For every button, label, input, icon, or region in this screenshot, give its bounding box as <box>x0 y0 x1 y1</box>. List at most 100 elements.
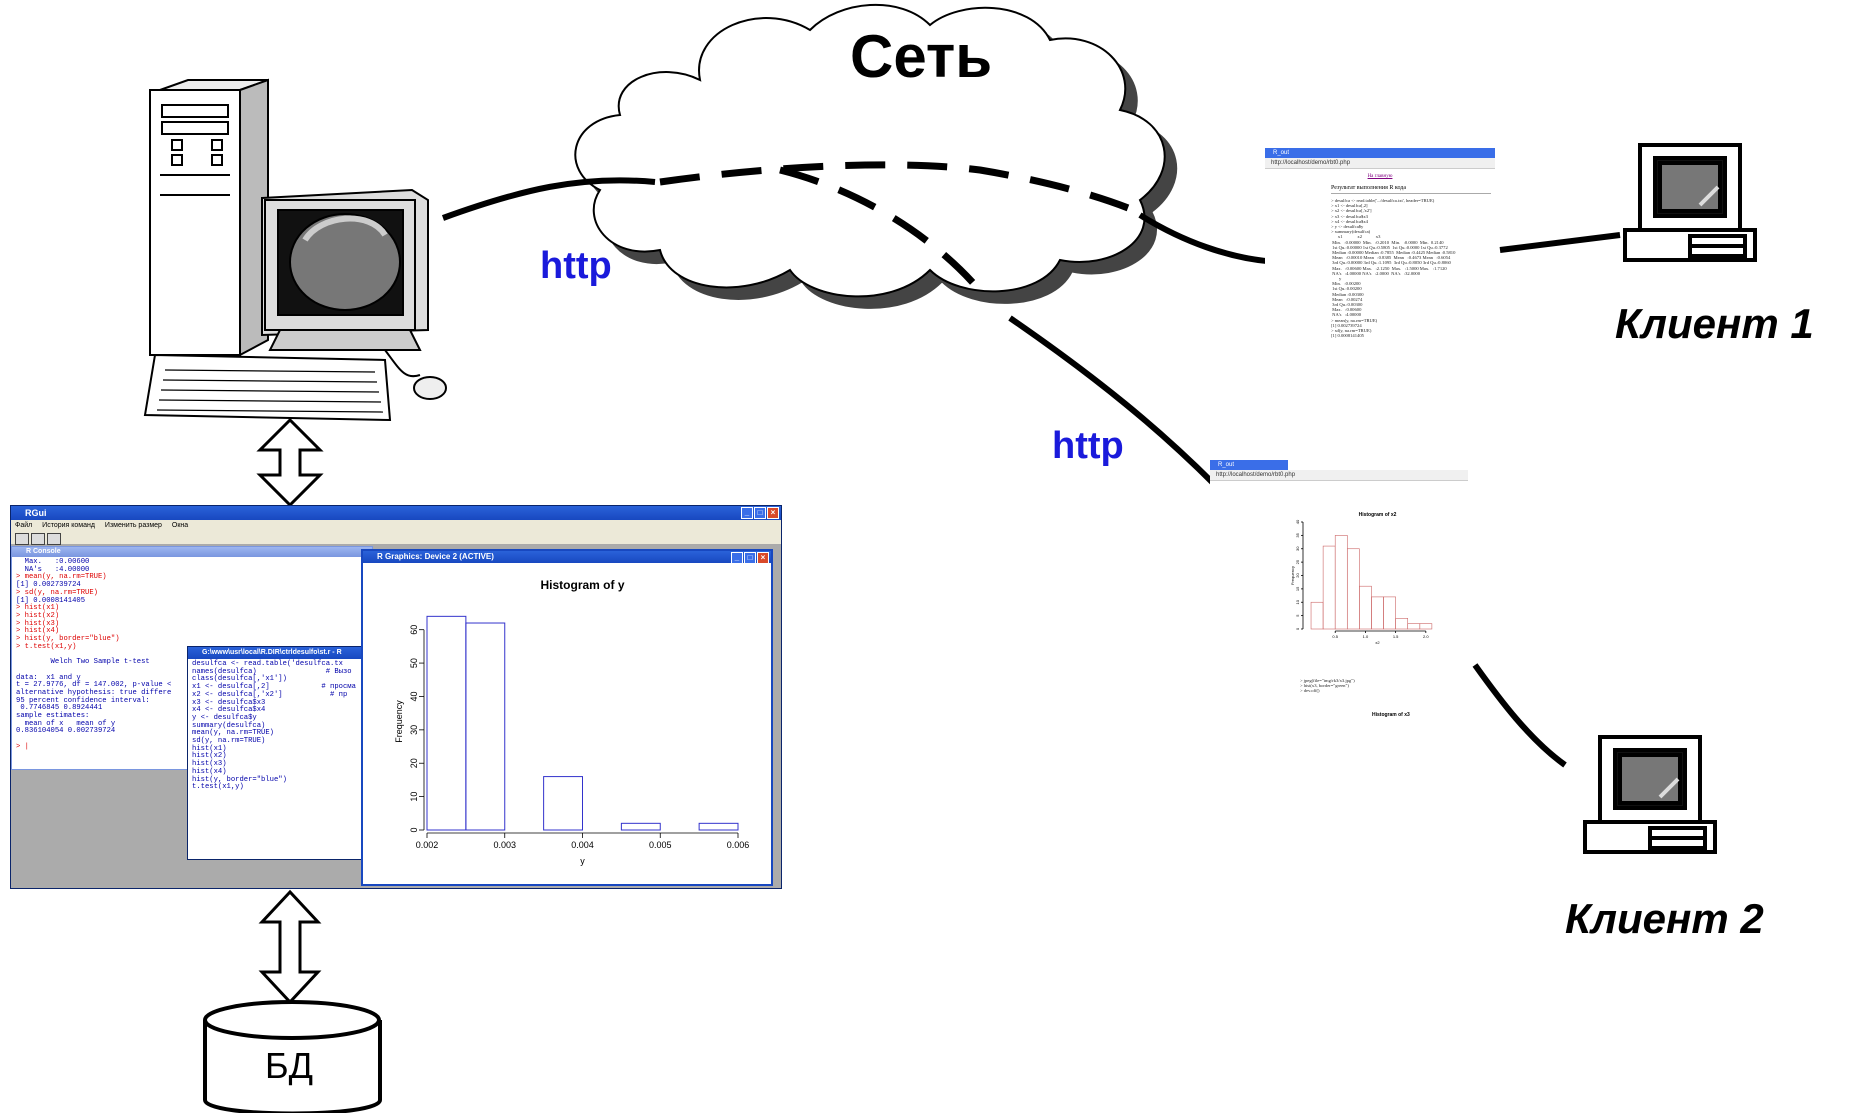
browser-output-line: > desulfca <- read.table('.../desulfca.t… <box>1331 198 1435 203</box>
browser-output-line: 1st Qu.:0.00200 <box>1331 286 1362 292</box>
console-line: data: x1 and y <box>16 673 81 682</box>
browser-output-line: > x1 <- desulfca[,2] <box>1331 203 1368 209</box>
browser-heading: Результат выполнения R кода <box>1331 185 1407 191</box>
editor-line: hist(x3) <box>192 760 227 769</box>
x-axis-label: x2 <box>1375 640 1380 645</box>
y-tick-label: 0 <box>1295 627 1300 630</box>
maximize-button[interactable]: □ <box>754 507 766 519</box>
editor-line: summary(desulfca) <box>192 721 266 730</box>
client2-browser-screenshot: R_out http://localhost/demo/rbt0.php His… <box>1210 460 1468 722</box>
window-icon[interactable] <box>47 533 61 545</box>
browser-output-line: [1] 0.0008141405 <box>1331 333 1364 339</box>
histogram-bar <box>1359 585 1372 630</box>
network-cloud <box>574 3 1166 298</box>
menu-file[interactable]: Файл <box>15 522 33 529</box>
histogram-bar <box>1371 596 1384 630</box>
console-line: [1] 0.002739724 <box>16 581 81 590</box>
browser-output-line: > x3 <- desulfca$x3 <box>1331 213 1368 219</box>
console-line: > hist(y, border="blue") <box>16 635 120 644</box>
console-line: 0.836104054 0.002739724 <box>16 727 116 736</box>
y-tick-label: 15 <box>1295 586 1300 591</box>
y-tick-label: 10 <box>1295 599 1300 604</box>
editor-line: x2 <- desulfca[,'x2'] # пр <box>192 690 348 699</box>
browser-output-line: 3rd Qu.:0.00300 <box>1331 302 1363 308</box>
y-tick-label: 0 <box>409 827 419 832</box>
database-label: БД <box>265 1045 314 1086</box>
graphics-title: R Graphics: Device 2 (ACTIVE) <box>377 552 494 561</box>
rgui-title-bar[interactable]: RGui _ □ × <box>11 506 781 520</box>
client1-link-line <box>1138 212 1281 265</box>
browser-address-bar[interactable]: http://localhost/demo/rbt0.php <box>1210 470 1468 481</box>
browser-tab[interactable]: R_out <box>1210 460 1288 470</box>
console-line: > hist(x1) <box>16 604 60 613</box>
x-tick-label: 0.003 <box>493 840 516 850</box>
y-tick-label: 50 <box>409 658 419 668</box>
y-axis-label: Frequency <box>1290 566 1295 585</box>
client2-computer-icon <box>1583 735 1717 854</box>
console-line: > hist(x2) <box>16 611 60 620</box>
x-tick-label: 1.0 <box>1363 634 1369 639</box>
menu-resize[interactable]: Изменить размер <box>104 522 162 529</box>
editor-line: desulfca <- read.table('desulfca.tx <box>192 660 343 668</box>
browser-output-line: > x2 <- desulfca[,'x2'] <box>1331 208 1372 214</box>
browser-output-line: Median :0.00300 <box>1331 291 1364 297</box>
browser-output-line: Min. :0.00200 <box>1331 281 1361 287</box>
browser-address-bar[interactable]: http://localhost/demo/rbt0.php <box>1265 158 1495 169</box>
editor-line: class(desulfca[,'x1']) <box>192 675 287 684</box>
browser-output-line: 3rd Qu.:0.00000 3rd Qu.:1.1095 3rd Qu.:0… <box>1331 260 1451 266</box>
editor-line: hist(y, border="blue") <box>192 775 287 784</box>
x-tick-label: 1.5 <box>1393 634 1399 639</box>
histogram-bar <box>620 822 661 831</box>
client1-computer-icon <box>1623 143 1757 262</box>
minimize-button[interactable]: _ <box>741 507 753 519</box>
client2-link-line <box>1008 315 1218 488</box>
maximize-button[interactable]: □ <box>744 552 756 564</box>
rgui-db-arrow <box>258 889 322 1005</box>
r-graphics-window[interactable]: R Graphics: Device 2 (ACTIVE) _ □ × Hist… <box>361 549 773 886</box>
console-output[interactable]: Max. :0.00600 NA's :4.00000> mean(y, na.… <box>12 557 372 754</box>
minimize-button[interactable]: _ <box>731 552 743 564</box>
rgui-title: RGui <box>25 508 47 518</box>
client1-label: Клиент 1 <box>1615 300 1814 347</box>
menu-history[interactable]: История команд <box>42 522 95 529</box>
browser-output-line: Mean :0.00010 Mean :0.8385 Mean :0.4673 … <box>1331 255 1451 261</box>
x-tick-label: 0.002 <box>416 840 439 850</box>
client2-label: Клиент 2 <box>1565 895 1764 942</box>
histogram-bar <box>698 822 739 831</box>
browser-tab[interactable]: R_out <box>1265 148 1495 158</box>
open-icon[interactable] <box>15 533 29 545</box>
rgui-toolbar <box>11 531 781 545</box>
server-computer-icon <box>143 78 447 422</box>
histogram-bar <box>1383 596 1396 630</box>
console-line: > hist(x4) <box>16 627 60 636</box>
chart-title: Histogram of x2 <box>1359 512 1397 518</box>
client1-browser-screenshot: R_out http://localhost/demo/rbt0.php На … <box>1265 148 1495 353</box>
browser-home-link[interactable]: На главную <box>1367 174 1393 179</box>
browser-output-line: > summary(desulfca) <box>1331 229 1371 235</box>
close-button[interactable]: × <box>767 507 779 519</box>
browser-output-line: NA's :4.00000 NA's :2.0000 NA's :32.0000 <box>1331 270 1421 276</box>
next-chart-title: Histogram of x3 <box>1372 712 1410 718</box>
rgui-window[interactable]: RGui _ □ × Файл История команд Изменить … <box>10 505 782 889</box>
browser-output-line: > mean(y, na.rm=TRUE) <box>1331 317 1378 323</box>
print-icon[interactable] <box>31 533 45 545</box>
y-tick-label: 25 <box>1295 559 1300 564</box>
rgui-menubar: Файл История команд Изменить размер Окна <box>11 520 781 531</box>
menu-windows[interactable]: Окна <box>171 522 189 529</box>
editor-line: y <- desulfca$y <box>192 713 257 722</box>
http-label-top: http <box>540 245 612 287</box>
histogram-bar <box>1407 623 1421 630</box>
console-line: > t.test(x1,y) <box>16 642 77 651</box>
y-tick-label: 40 <box>1295 519 1300 524</box>
browser-output-line: NA's :4.00000 <box>1331 312 1362 318</box>
browser-code-line: > dev.off() <box>1300 688 1320 694</box>
browser-output-line: x1 x2 x3 <box>1331 234 1381 240</box>
close-button[interactable]: × <box>757 552 769 564</box>
editor-line: t.test(x1,y) <box>192 783 244 792</box>
dashed-route-bottom <box>779 166 978 288</box>
editor-line: x4 <- desulfca$x4 <box>192 706 266 715</box>
histogram-bar <box>1310 601 1324 630</box>
browser-code-line: > hist(x3, border="green") <box>1300 683 1349 689</box>
